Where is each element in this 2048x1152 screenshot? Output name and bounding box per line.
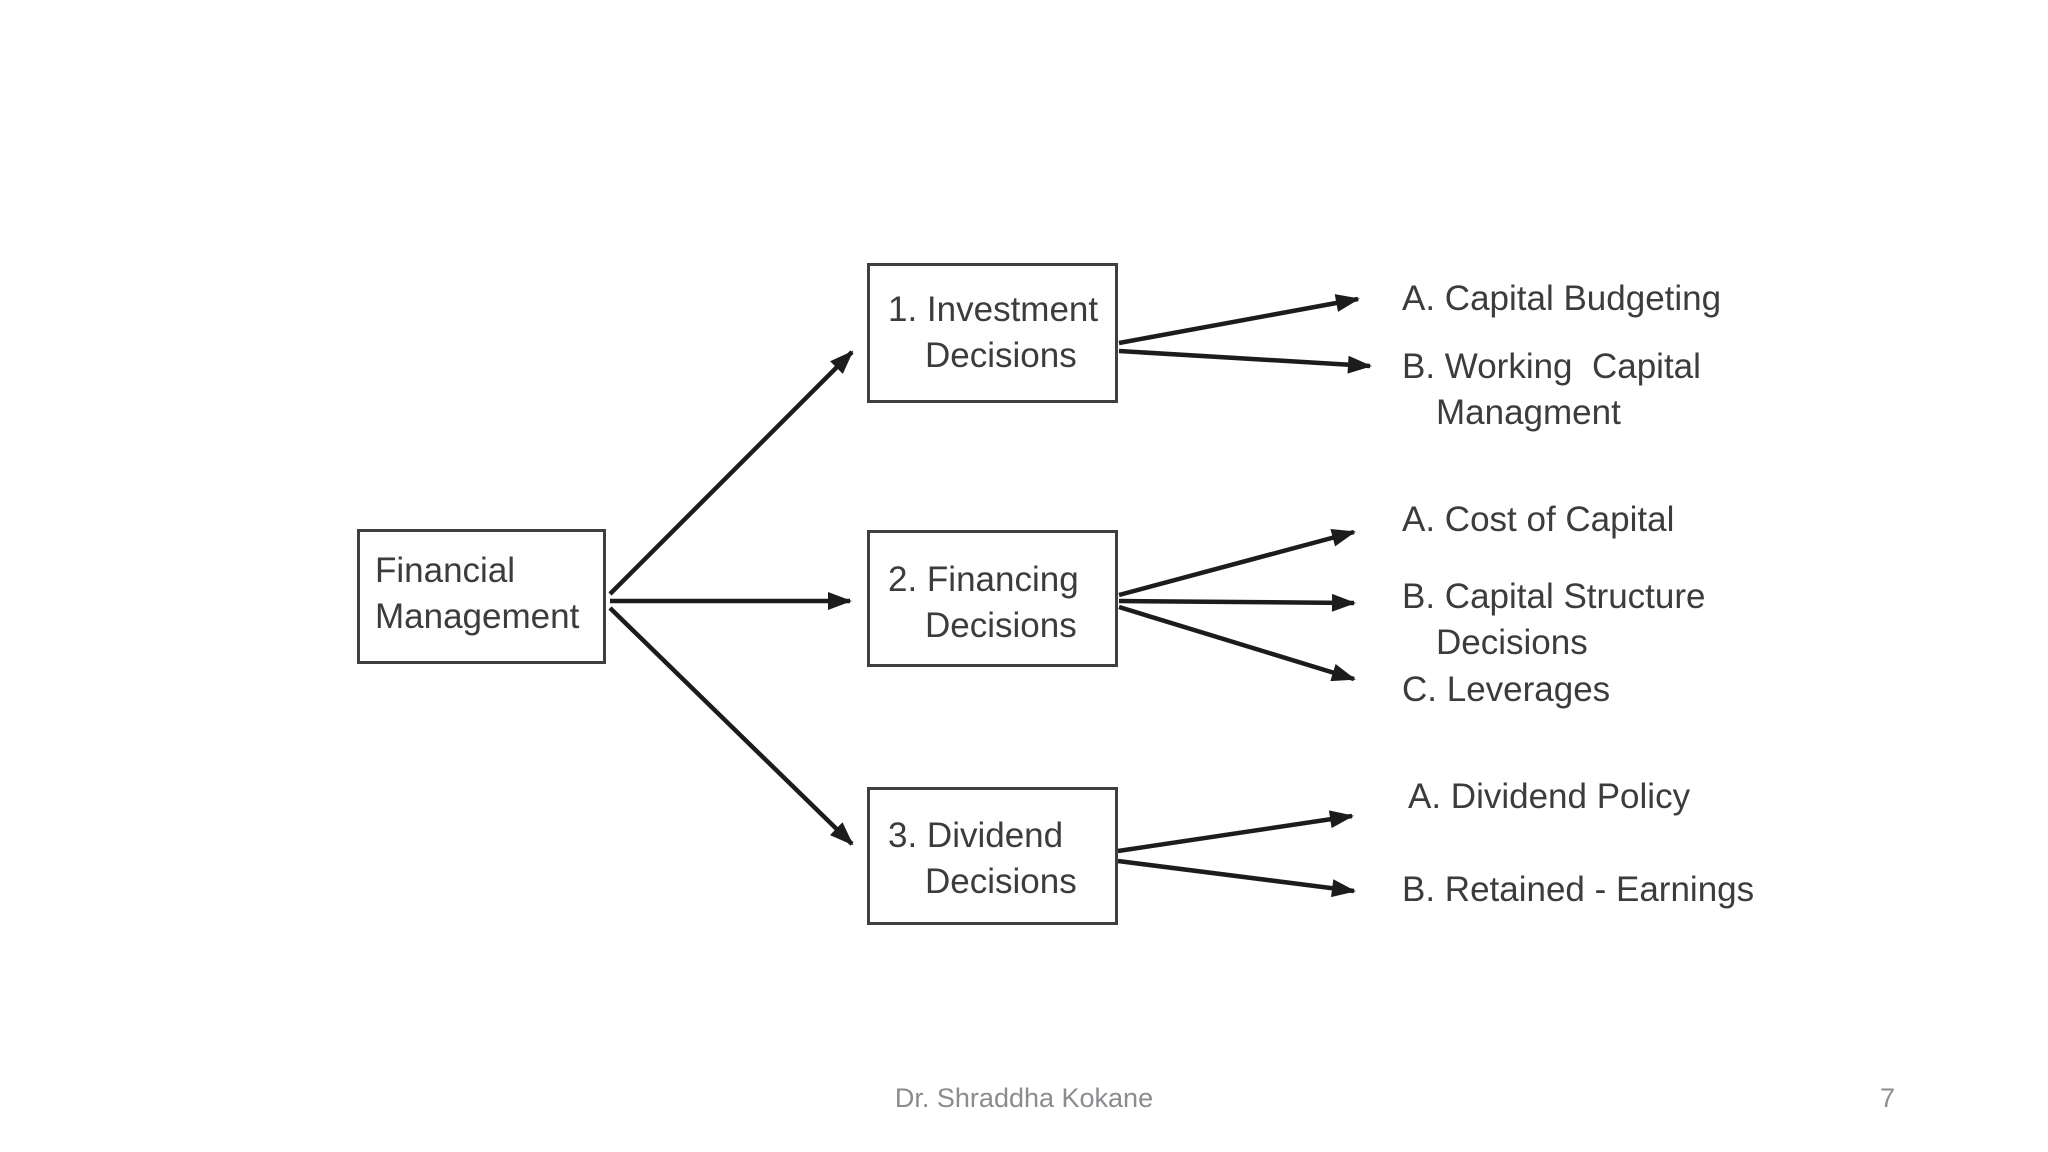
leaf-label-line: C. Leverages: [1402, 670, 1611, 709]
arrow-root-to-investment: [608, 350, 854, 596]
arrow-root-to-dividend: [608, 606, 854, 846]
node-label-line: Decisions: [925, 606, 1077, 645]
node-label-line: Management: [375, 597, 580, 636]
leaf-label-line: Decisions: [1436, 623, 1588, 662]
arrow-investment-to-working-capital: [1118, 348, 1372, 374]
leaf-capital-structure-decisions: B. Capital Structure Decisions: [1402, 574, 1705, 666]
leaf-working-capital-managment: B. Working Capital Managment: [1402, 344, 1701, 436]
node-label-line: Decisions: [925, 862, 1077, 901]
leaf-dividend-policy: A. Dividend Policy: [1408, 774, 1690, 820]
node-label-line: Decisions: [925, 336, 1077, 375]
leaf-label-line: B. Working Capital: [1402, 347, 1701, 386]
leaf-retained-earnings: B. Retained - Earnings: [1402, 867, 1754, 913]
leaf-cost-of-capital: A. Cost of Capital: [1402, 497, 1674, 543]
arrow-investment-to-capital-budgeting: [1118, 294, 1360, 346]
node-financial-management: Financial Management: [357, 529, 606, 664]
node-label-line: 2. Financing: [888, 560, 1079, 599]
arrow-dividend-to-dividend-policy: [1117, 810, 1354, 854]
node-investment-decisions: 1. Investment Decisions: [867, 263, 1118, 403]
node-dividend-decisions: 3. Dividend Decisions: [867, 787, 1118, 925]
leaf-label-line: A. Dividend Policy: [1408, 777, 1691, 816]
node-label-line: Financial: [375, 551, 516, 590]
arrow-financing-to-cost-of-capital: [1118, 529, 1356, 598]
node-financing-decisions: 2. Financing Decisions: [867, 530, 1118, 667]
node-label-line: 3. Dividend: [888, 816, 1064, 855]
leaf-capital-budgeting: A. Capital Budgeting: [1402, 276, 1721, 322]
arrow-financing-to-leverages: [1118, 604, 1356, 682]
footer-author: Dr. Shraddha Kokane: [894, 1083, 1154, 1113]
leaf-label-line: B. Retained - Earnings: [1402, 870, 1755, 909]
leaf-leverages: C. Leverages: [1402, 667, 1610, 713]
leaf-label-line: A. Capital Budgeting: [1402, 279, 1722, 318]
arrow-financing-to-capital-structure: [1118, 593, 1356, 612]
leaf-label-line: B. Capital Structure: [1402, 577, 1706, 616]
node-label-line: 1. Investment: [888, 290, 1099, 329]
arrow-dividend-to-retained-earnings: [1117, 858, 1356, 898]
page-number: 7: [1879, 1083, 1895, 1113]
leaf-label-line: Managment: [1436, 393, 1621, 432]
leaf-label-line: A. Cost of Capital: [1402, 500, 1675, 539]
